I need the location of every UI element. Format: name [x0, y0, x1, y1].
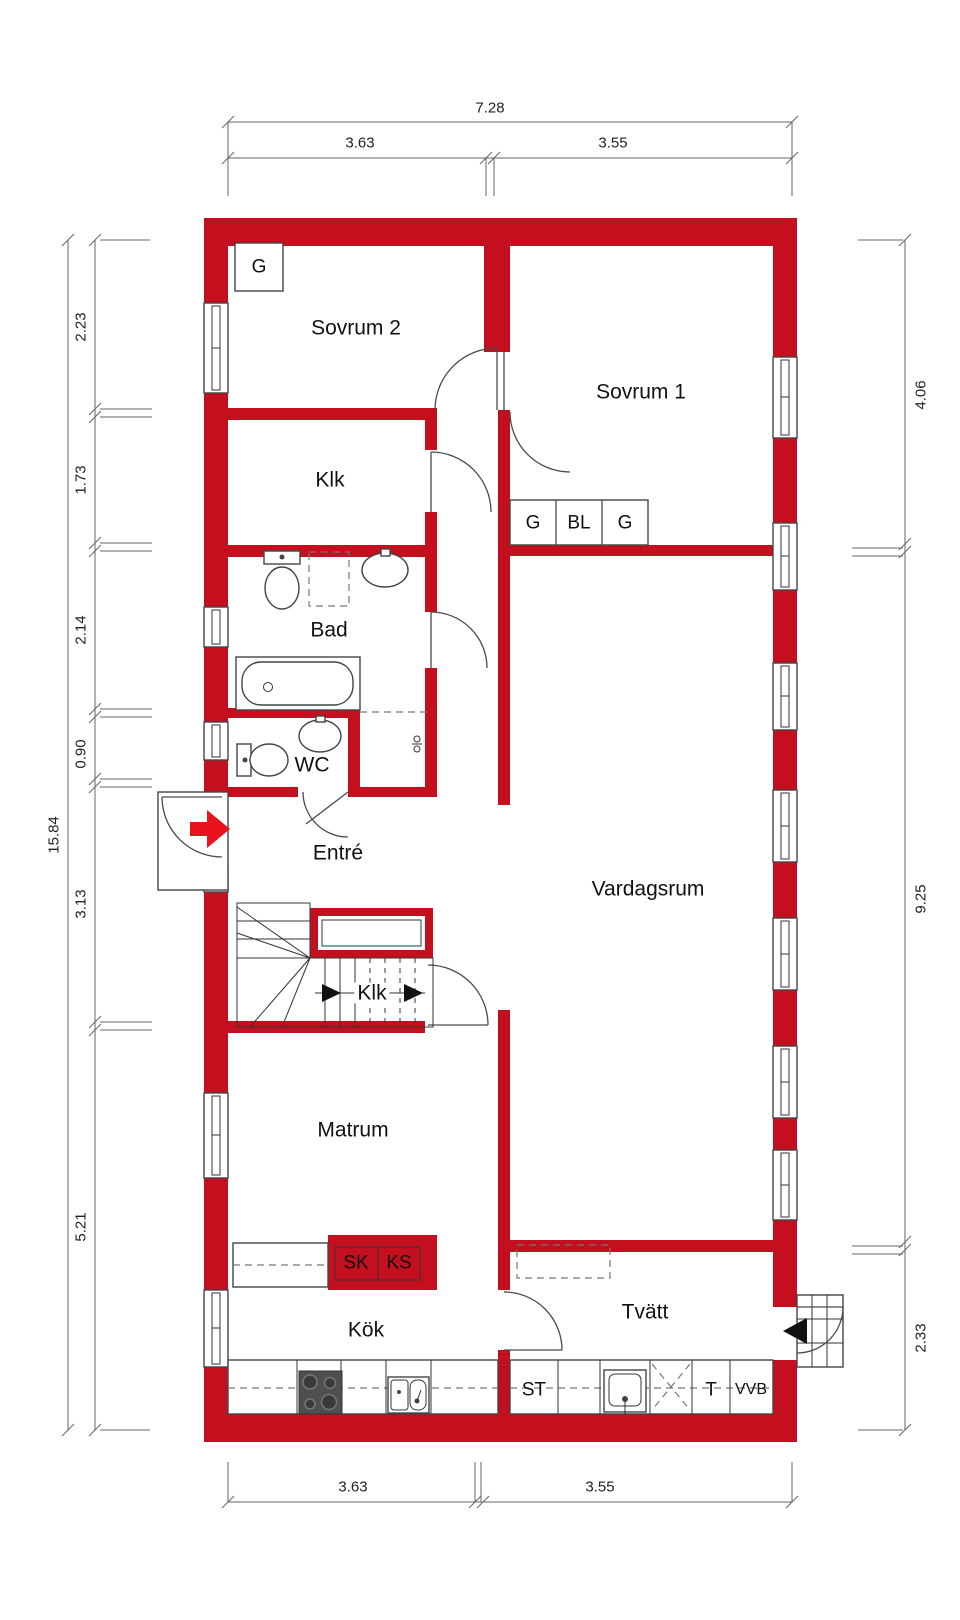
dim-left-4: 0.90	[72, 739, 90, 769]
unit-label-vvb: VVB	[734, 1381, 768, 1398]
dim-left-2: 1.73	[72, 465, 90, 495]
closet-label-g-left: G	[525, 512, 541, 534]
doors	[157, 347, 844, 1368]
unit-label-t: T	[705, 1379, 717, 1401]
stair-shelf-niche	[310, 908, 433, 958]
stove	[298, 1370, 343, 1415]
valve-glyph	[412, 735, 422, 753]
dim-left-total: 15.84	[45, 816, 63, 854]
sink-bad	[361, 548, 409, 588]
closet-row-sovrum1	[509, 499, 649, 546]
entry-door	[157, 791, 230, 891]
closet-label-g-right: G	[617, 512, 633, 534]
stair-arrow-1	[322, 984, 341, 1002]
window-right-7	[772, 1149, 798, 1221]
room-label-wc: WC	[294, 753, 330, 777]
door-bad	[430, 611, 488, 669]
exit-door	[783, 1294, 844, 1368]
window-right-5	[772, 917, 798, 991]
room-label-sovrum2: Sovrum 2	[311, 316, 401, 340]
dim-left-6: 5.21	[72, 1212, 90, 1242]
stair-arrow-2	[404, 984, 423, 1002]
closet-label-bl: BL	[567, 512, 591, 534]
window-right-4	[772, 789, 798, 863]
door-kok-tvatt	[503, 1291, 563, 1351]
laundry-sink	[603, 1369, 647, 1414]
window-sovrum2	[203, 302, 229, 394]
room-label-entre: Entré	[312, 841, 364, 865]
closet-sovrum2-g	[234, 242, 284, 292]
unit-label-ks: KS	[386, 1252, 412, 1274]
dim-bottom-left: 3.63	[338, 1478, 368, 1496]
interior-walls	[228, 246, 773, 1414]
door-sovrum2	[434, 347, 498, 411]
window-sovrum1	[772, 356, 798, 439]
unit-label-sk: SK	[343, 1252, 369, 1274]
dim-bottom-right: 3.55	[585, 1478, 615, 1496]
room-label-kok: Kök	[347, 1318, 385, 1342]
toilet-wc	[236, 743, 289, 777]
door-hall	[427, 964, 489, 1026]
dim-left-1: 2.23	[72, 312, 90, 342]
laundry-counter	[509, 1359, 774, 1415]
room-label-sovrum1: Sovrum 1	[596, 380, 686, 404]
dimension-lines	[61, 115, 912, 1509]
room-label-vardagsrum: Vardagsrum	[591, 877, 705, 901]
window-kok	[203, 1289, 229, 1368]
dim-top-left: 3.63	[345, 134, 375, 152]
room-label-bad: Bad	[310, 618, 348, 642]
room-label-klk-upper: Klk	[315, 468, 345, 492]
door-wc	[302, 791, 349, 838]
room-label-klk-stairs: Klk	[354, 982, 390, 1004]
door-klk-upper	[430, 451, 492, 513]
kitchen-sk-ks-niche	[328, 1235, 437, 1290]
washing-machine-space	[651, 1363, 691, 1411]
window-right-6	[772, 1045, 798, 1119]
exterior-walls	[204, 218, 797, 1442]
window-right-2	[772, 522, 798, 591]
toilet-bad	[263, 550, 301, 610]
dim-right-2: 9.25	[912, 884, 930, 914]
dim-left-3: 2.14	[72, 615, 90, 645]
kitchen-counter	[227, 1359, 499, 1415]
shower-dashed	[308, 551, 350, 607]
door-sovrum1	[503, 352, 571, 473]
dim-left-5: 3.13	[72, 889, 90, 919]
room-label-matrum: Matrum	[317, 1118, 389, 1142]
kitchen-sink	[387, 1376, 430, 1414]
closet-label-g-sovrum2: G	[251, 256, 267, 278]
bathtub	[235, 656, 361, 711]
laundry-bench-dashed	[516, 1244, 611, 1279]
entry-arrow	[190, 810, 230, 848]
closets	[232, 242, 649, 1290]
window-bad	[203, 606, 229, 648]
window-wc	[203, 721, 229, 761]
dim-right-3: 2.33	[912, 1323, 930, 1353]
window-matrum	[203, 1092, 229, 1179]
exit-arrow	[783, 1318, 807, 1344]
kitchen-bench	[232, 1242, 329, 1288]
dim-top-total: 7.28	[475, 99, 505, 117]
sink-wc	[298, 715, 342, 753]
dim-right-1: 4.06	[912, 380, 930, 410]
unit-label-st: ST	[521, 1379, 547, 1401]
room-label-tvatt: Tvätt	[621, 1300, 669, 1324]
bathroom-fixtures	[235, 548, 433, 777]
window-right-3	[772, 662, 798, 731]
dim-top-right: 3.55	[598, 134, 628, 152]
